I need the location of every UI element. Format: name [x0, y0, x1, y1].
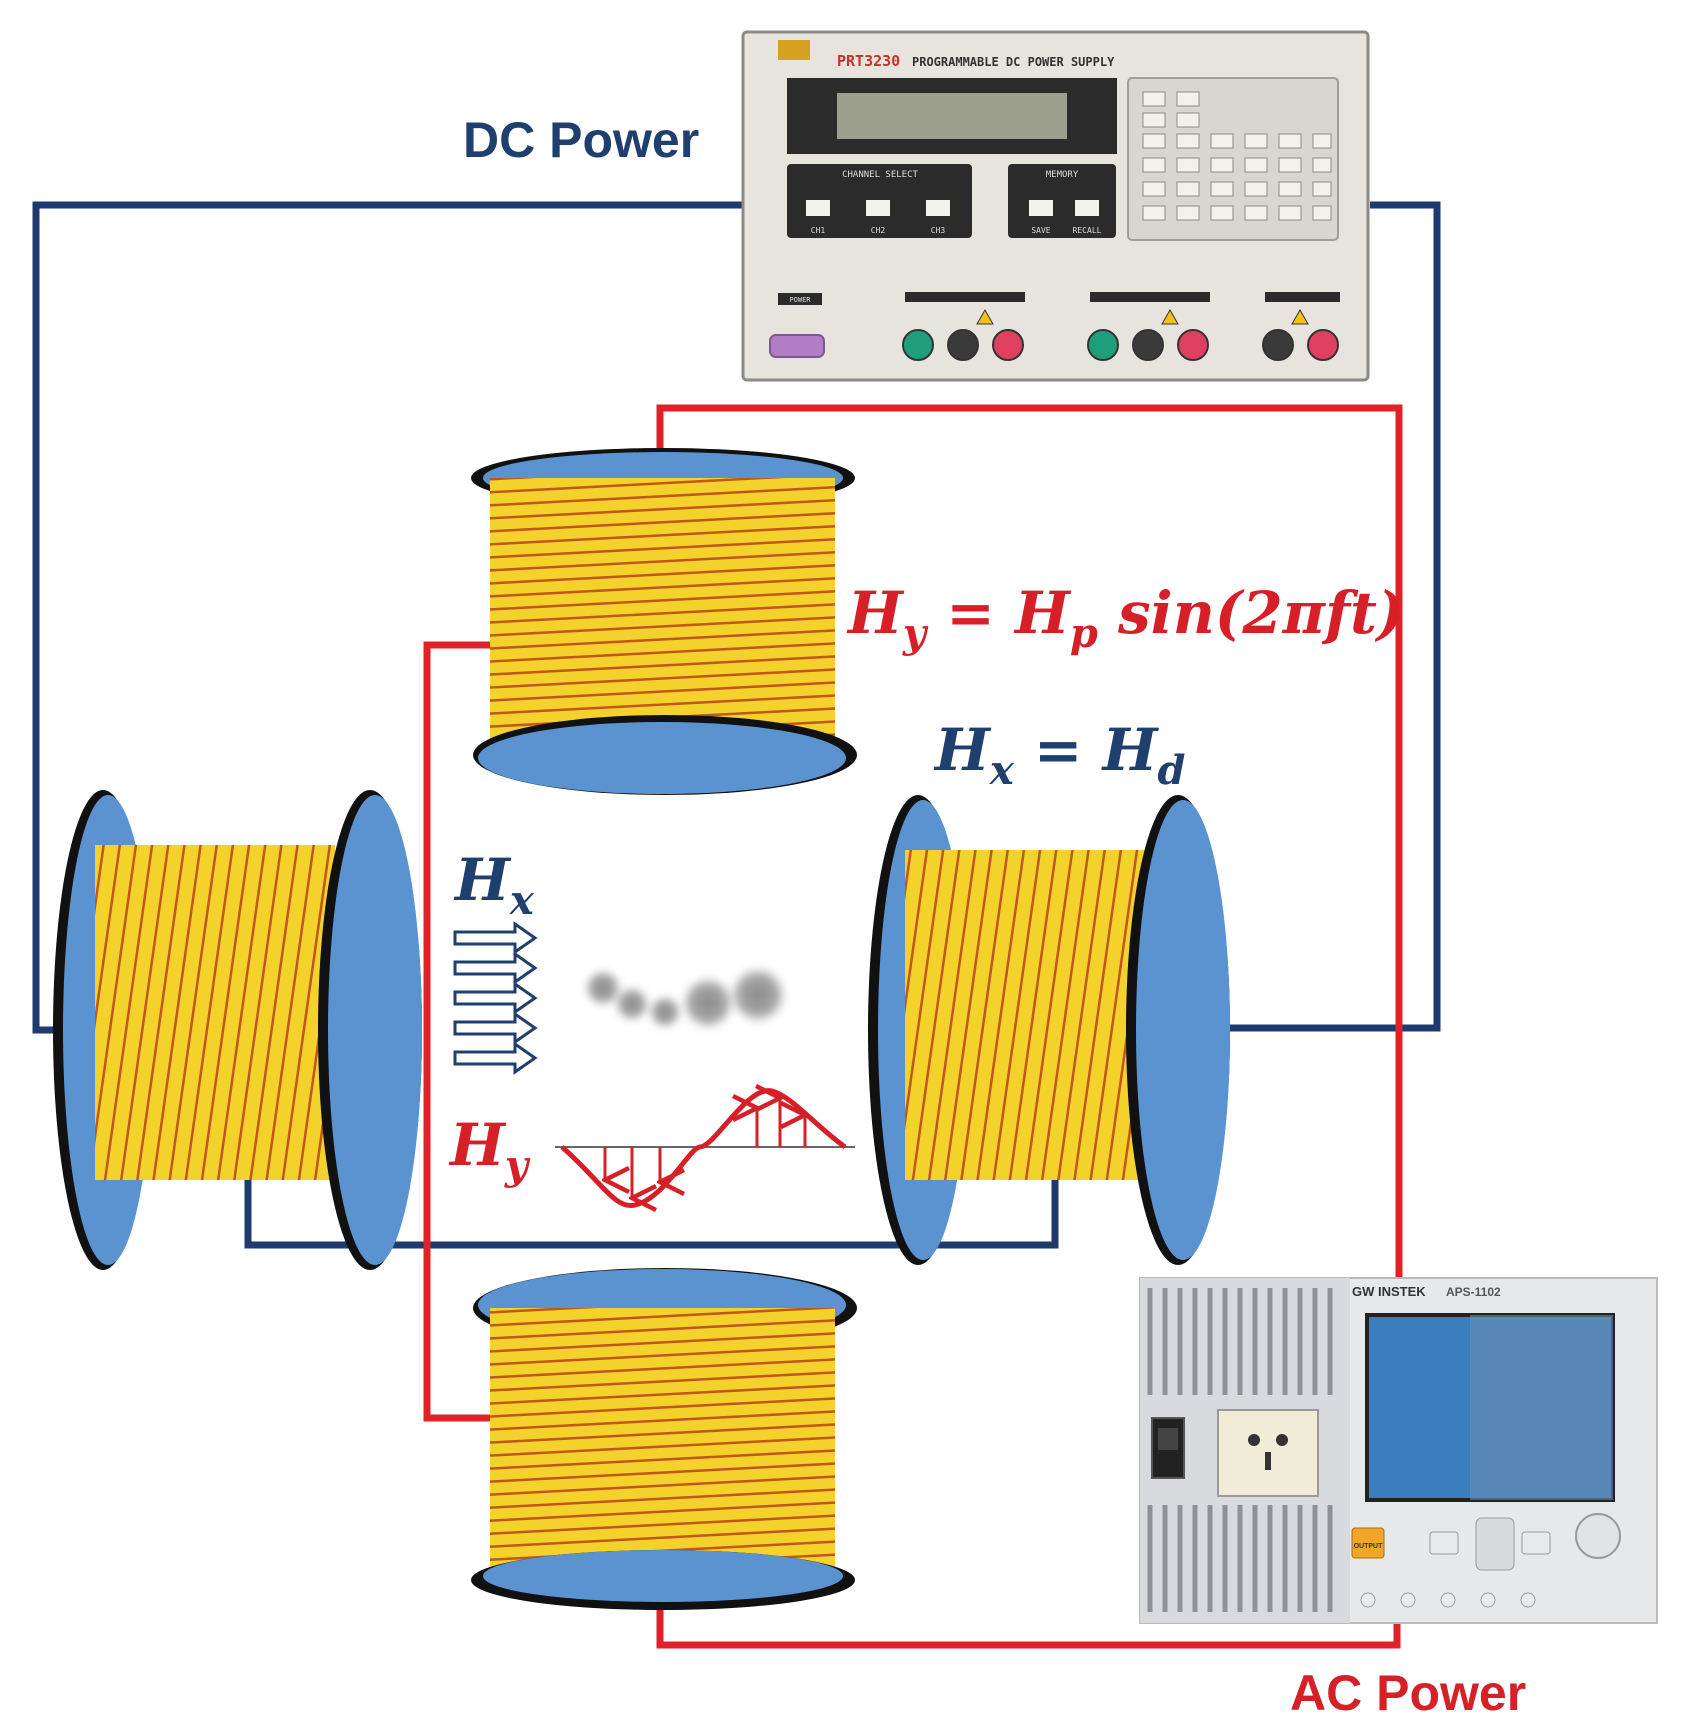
hx-eq-rhs-sub: d: [1157, 747, 1185, 794]
dc-recall-label: RECALL: [1073, 226, 1102, 235]
ac-rotary-knob[interactable]: [1575, 1513, 1621, 1559]
dc-recall-button[interactable]: [1075, 200, 1099, 216]
hy-eq-equals: =: [926, 579, 1015, 647]
dc-keypad-keys[interactable]: [1142, 91, 1332, 221]
ac-output-label: OUTPUT: [1354, 1543, 1384, 1550]
dc-memory-panel: [1008, 164, 1116, 238]
ac-output-button[interactable]: [1351, 1527, 1385, 1559]
dc-terminal-strip: [905, 292, 1340, 302]
hx-eq-rhs-symbol: H: [1101, 716, 1160, 784]
dc-power-title: DC Power: [463, 112, 699, 168]
coil-top-winding: [490, 478, 835, 748]
hy-field-vectors: [605, 1098, 805, 1198]
hy-eq-symbol: H: [846, 579, 905, 647]
dc-memory-label: MEMORY: [1046, 170, 1079, 180]
hx-arrow-5: [453, 1041, 538, 1075]
dc-display: [837, 93, 1067, 139]
ac-arrow-keys[interactable]: [1475, 1517, 1515, 1571]
dc-ch3-button[interactable]: [926, 200, 950, 216]
coil-right-winding: [905, 850, 1145, 1180]
ac-menu-button[interactable]: [1429, 1531, 1459, 1555]
ac-power-title: AC Power: [1290, 1665, 1526, 1721]
coil-left-winding: [95, 845, 335, 1180]
ac-power-supply: GW INSTEK APS-1102 OUTPUT: [1139, 1277, 1658, 1624]
coil-right: [868, 795, 1230, 1265]
dc-title-label: PROGRAMMABLE DC POWER SUPPLY: [912, 55, 1115, 69]
hy-field-label: Hy: [448, 1111, 531, 1189]
coil-bottom-winding: [490, 1308, 835, 1578]
hy-label-sub: y: [504, 1142, 531, 1189]
hx-label-symbol: H: [453, 846, 512, 914]
particle-chain: [585, 967, 786, 1029]
coil-top: [471, 448, 857, 795]
hx-eq-equals: =: [1014, 716, 1103, 784]
dc-model-label: PRT3230: [837, 52, 900, 70]
ac-small-buttons[interactable]: [1360, 1592, 1536, 1608]
ac-brand-label: GW INSTEK: [1352, 1284, 1426, 1299]
dc-channel-select-label: CHANNEL SELECT: [842, 170, 918, 180]
dc-power-switch[interactable]: [769, 334, 825, 358]
ac-wire-left: [423, 641, 490, 1422]
hx-arrow-1: [453, 921, 538, 955]
hx-eq-sub: x: [989, 747, 1015, 794]
dc-save-button[interactable]: [1029, 200, 1053, 216]
ac-enter-button[interactable]: [1521, 1531, 1551, 1555]
hy-sine-wave: [555, 1091, 855, 1206]
dc-wire-right: [1220, 201, 1441, 1032]
hx-arrow-3: [453, 981, 538, 1015]
dc-output-terminals[interactable]: [902, 329, 1339, 361]
dc-ch2-button[interactable]: [866, 200, 890, 216]
hx-eq-symbol: H: [933, 716, 992, 784]
coil-bottom: [471, 1268, 857, 1610]
hx-field-arrows: [453, 921, 538, 1075]
hy-equation: Hy = Hp sin(2πft): [846, 579, 1404, 657]
hy-eq-sub: y: [902, 610, 929, 657]
hy-eq-rhs-symbol: H: [1013, 579, 1072, 647]
hx-field-label: Hx: [453, 846, 535, 924]
dc-ch2-label: CH2: [871, 226, 886, 235]
hx-label-sub: x: [509, 877, 535, 924]
hx-arrow-2: [453, 951, 538, 985]
ac-model-label: APS-1102: [1446, 1285, 1501, 1299]
ac-vent-grille: [1147, 1288, 1333, 1612]
dc-power-supply: PRT3230 PROGRAMMABLE DC POWER SUPPLY CHA…: [741, 30, 1370, 382]
dc-ch1-button[interactable]: [806, 200, 830, 216]
dc-ch3-label: CH3: [931, 226, 946, 235]
hx-arrow-4: [453, 1011, 538, 1045]
dc-power-label: POWER: [789, 296, 811, 304]
coil-left: [53, 790, 422, 1270]
hy-eq-rhs-sub: p: [1070, 610, 1098, 657]
hy-eq-rhs-func: sin(2πft): [1098, 579, 1404, 647]
ac-wire-top: [656, 404, 1403, 1285]
dc-ch1-label: CH1: [811, 226, 826, 235]
hy-label-symbol: H: [448, 1111, 507, 1179]
dc-wire-bottom: [244, 1170, 1059, 1249]
hx-equation: Hx = Hd: [933, 716, 1185, 794]
dc-save-label: SAVE: [1031, 226, 1050, 235]
